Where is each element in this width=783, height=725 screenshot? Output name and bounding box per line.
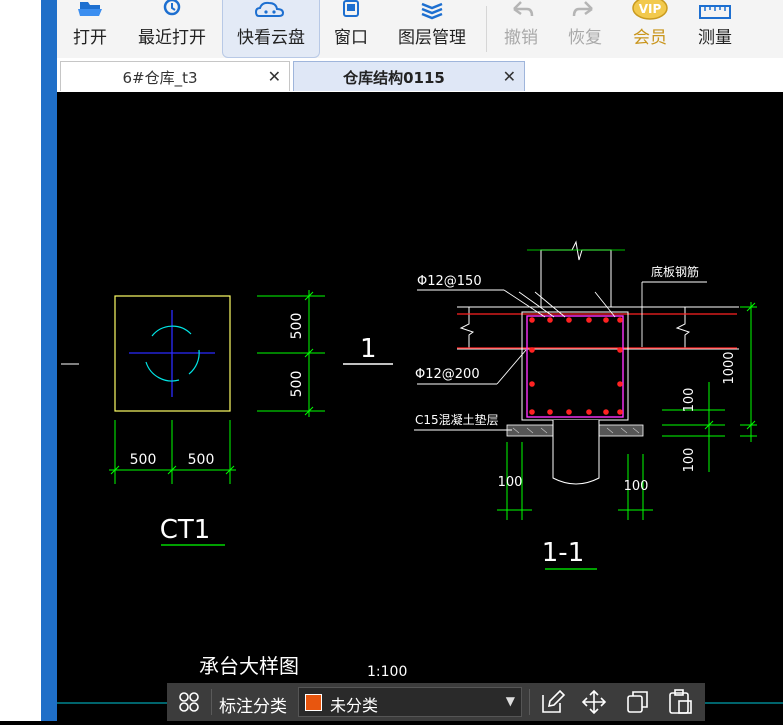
dim-right-bottom: 100 [624, 479, 649, 494]
pile-cap-section [521, 311, 629, 421]
layers-icon [390, 0, 474, 22]
pile-circle-arc [145, 361, 180, 382]
close-icon[interactable]: ✕ [502, 67, 516, 86]
vip-badge-icon: VIP [622, 0, 678, 22]
window-label: 窗口 [334, 28, 368, 48]
recent-clock-icon [130, 0, 214, 22]
rebar-dots [529, 317, 623, 415]
dim-text-right: 500 [188, 452, 215, 468]
measure-label: 测量 [698, 28, 732, 48]
close-icon[interactable]: ✕ [267, 67, 281, 86]
window-button[interactable]: 窗口 [327, 0, 375, 58]
category-dropdown-value: 未分类 [330, 696, 379, 715]
dim-below: 100 [682, 448, 697, 473]
sheet-title: 承台大样图 [199, 654, 299, 678]
left-margin [0, 0, 41, 721]
redo-icon [558, 0, 612, 22]
open-label: 打开 [73, 28, 107, 48]
paste-icon[interactable] [665, 683, 695, 721]
rebar-label-top: Φ12@150 [417, 274, 482, 289]
cloud-drive-label: 快看云盘 [237, 28, 305, 48]
section-view [414, 240, 739, 485]
cloud-drive-icon [223, 0, 319, 22]
column-outline [540, 240, 612, 307]
open-button[interactable]: 打开 [61, 0, 119, 58]
category-dropdown[interactable]: 未分类 ▼ [298, 687, 522, 717]
break-line-left [459, 307, 475, 349]
sheet-scale: 1:100 [367, 664, 407, 680]
recent-open-button[interactable]: 最近打开 [130, 0, 214, 58]
cushion-label: C15混凝土垫层 [415, 412, 499, 427]
folder-open-icon [61, 0, 119, 22]
grid-icon[interactable] [175, 683, 203, 721]
tab-label: 仓库结构0115 [343, 69, 445, 87]
layer-manager-label: 图层管理 [398, 28, 466, 48]
toolbar-divider [486, 6, 487, 52]
pile-cap-outline [114, 295, 231, 412]
base-rebar-label: 底板钢筋 [651, 264, 699, 279]
window-icon [327, 0, 375, 22]
section-title: 1-1 [542, 538, 584, 568]
detail-title-ct1: CT1 [160, 515, 211, 545]
redo-label: 恢复 [568, 28, 602, 48]
section-mark-number: 1 [360, 334, 377, 364]
recent-open-label: 最近打开 [138, 28, 206, 48]
svg-text:VIP: VIP [639, 2, 662, 16]
pile-circle-arc [151, 325, 192, 337]
cloud-drive-button[interactable]: 快看云盘 [222, 0, 320, 58]
copy-icon[interactable] [623, 683, 653, 721]
pile-cap-plan [114, 295, 231, 412]
dim-height: 1000 [722, 351, 737, 384]
dim-left-bottom: 100 [498, 475, 523, 490]
measure-button[interactable]: 测量 [687, 0, 743, 58]
vip-label: 会员 [633, 28, 667, 48]
document-tab-bar: 6#仓库_t3 ✕ 仓库结构0115 ✕ [57, 58, 783, 93]
pile-shaft [552, 420, 600, 485]
bottom-divider [211, 689, 212, 715]
dim-text-left: 500 [130, 452, 157, 468]
main-toolbar: 打开 最近打开 快看云盘 窗口 图层管理 撤销 [57, 0, 783, 58]
dim-text-top: 500 [289, 313, 305, 340]
vertical-dimension [257, 290, 325, 417]
move-icon[interactable] [579, 683, 609, 721]
rebar-label-bottom: Φ12@200 [415, 367, 480, 382]
horizontal-dimension [109, 420, 236, 484]
tab-warehouse-structure[interactable]: 仓库结构0115 ✕ [293, 61, 525, 91]
pile-circle-arc [188, 349, 200, 375]
break-line-right [675, 307, 691, 349]
section-dimensions [497, 302, 757, 520]
edit-icon[interactable] [537, 683, 567, 721]
tab-warehouse-t3[interactable]: 6#仓库_t3 ✕ [60, 61, 290, 91]
dim-text-bottom: 500 [289, 371, 305, 398]
undo-icon [494, 0, 548, 22]
dim-cushion: 100 [682, 388, 697, 413]
undo-label: 撤销 [504, 28, 538, 48]
vip-button[interactable]: VIP 会员 [622, 0, 678, 58]
drawing-canvas[interactable]: 500 500 500 500 1 CT1 [57, 92, 783, 721]
chevron-down-icon: ▼ [505, 694, 515, 708]
layer-manager-button[interactable]: 图层管理 [390, 0, 474, 58]
tab-label: 6#仓库_t3 [122, 69, 198, 87]
redo-button[interactable]: 恢复 [558, 0, 612, 58]
undo-button[interactable]: 撤销 [494, 0, 548, 58]
category-label: 标注分类 [219, 697, 287, 717]
stirrup-outline [526, 315, 624, 418]
side-accent-bar [41, 0, 57, 721]
annotation-toolbar: 标注分类 未分类 ▼ [167, 683, 705, 721]
category-color-swatch [305, 694, 322, 711]
ruler-icon [687, 0, 743, 22]
bottom-divider [529, 689, 530, 715]
